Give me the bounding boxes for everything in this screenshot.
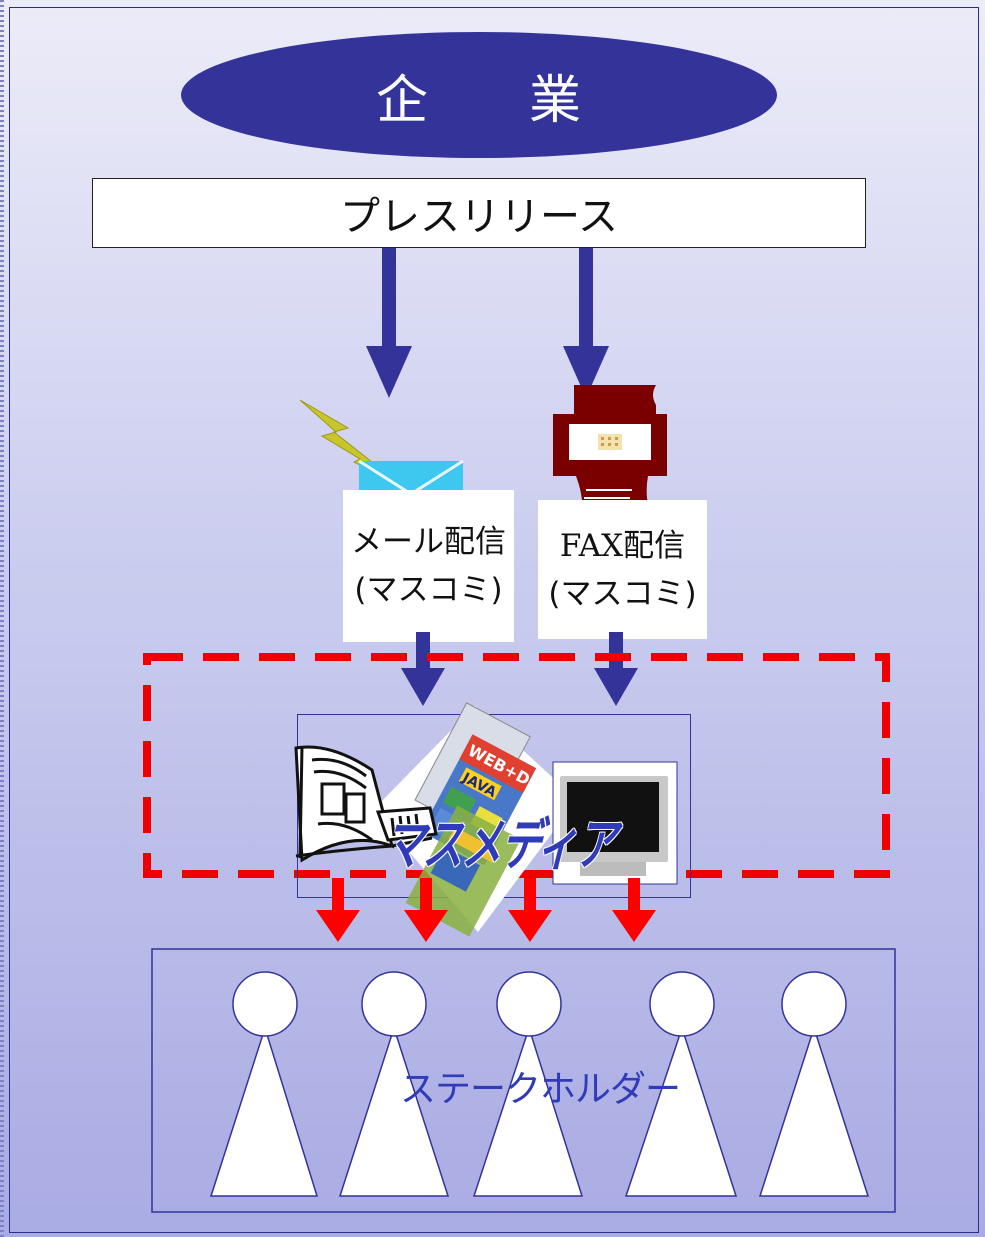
- mass-media-dashed-border: [143, 653, 890, 878]
- blue-arrow-mail: [366, 248, 412, 398]
- stakeholders-label: ステークホルダー: [400, 1069, 681, 1110]
- mail-delivery-label: メール配信: [351, 524, 506, 560]
- newspaper-icon: [294, 745, 438, 863]
- mass-media-label: マスメディア: [382, 813, 618, 878]
- blue-arrow-fax-to-media: [594, 632, 638, 706]
- blue-arrow-mail-to-media: [401, 632, 445, 706]
- red-arrow-3: [508, 878, 552, 942]
- person-icon: [209, 971, 319, 1197]
- person-icon: [472, 971, 584, 1197]
- fax-delivery-box: FAX配信 (マスコミ): [538, 500, 707, 639]
- enterprise-ellipse: 企 業: [181, 32, 777, 158]
- fax-machine-icon: [553, 385, 667, 522]
- diagram-frame: [9, 7, 979, 1233]
- mail-delivery-sublabel: (マスコミ): [354, 572, 503, 608]
- press-release-label: プレスリリース: [340, 194, 618, 240]
- enterprise-char-2: 業: [529, 70, 583, 131]
- fax-delivery-sublabel: (マスコミ): [548, 575, 697, 612]
- stakeholders-container: [151, 948, 896, 1213]
- press-release-box: プレスリリース: [92, 178, 866, 248]
- mail-delivery-box: メール配信 (マスコミ): [343, 490, 514, 642]
- fax-delivery-label: FAX配信: [559, 527, 686, 564]
- red-arrow-1: [316, 878, 360, 942]
- television-icon: [552, 761, 678, 885]
- left-border-dots: [0, 0, 4, 1237]
- enterprise-char-1: 企: [375, 70, 429, 131]
- person-icon: [624, 971, 738, 1197]
- person-icon: [758, 971, 870, 1197]
- person-icon: [338, 971, 450, 1197]
- red-arrow-4: [612, 878, 656, 942]
- red-arrow-2: [404, 878, 448, 942]
- blue-arrow-fax: [563, 248, 609, 398]
- magazines-icon: WEB+DB JAVA: [373, 702, 577, 937]
